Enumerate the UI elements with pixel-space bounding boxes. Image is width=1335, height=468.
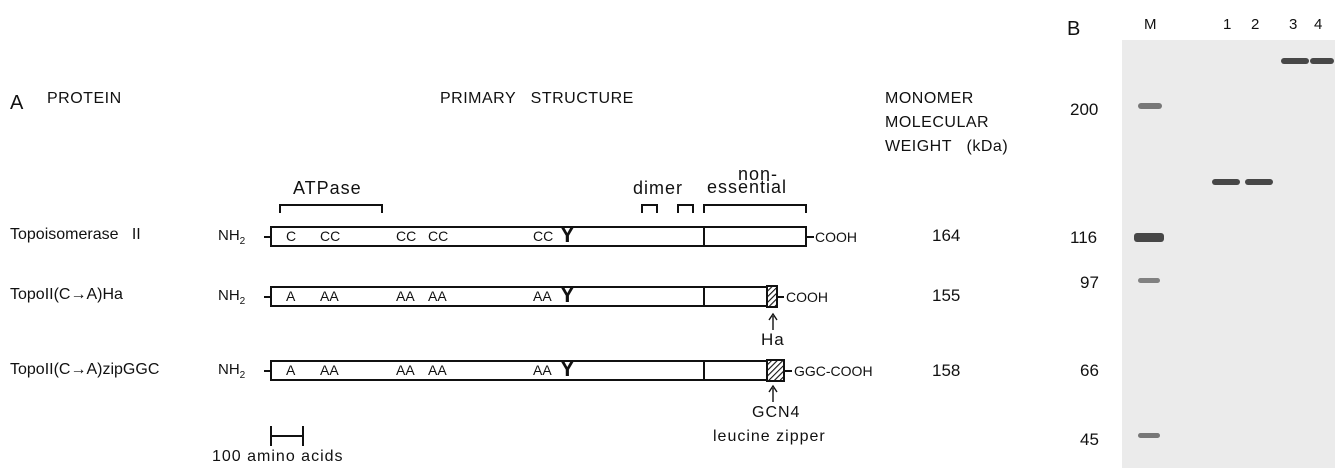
lane-label-3: 3 [1289, 16, 1298, 33]
cooh-label: COOH [786, 289, 828, 305]
lane-label-2: 2 [1251, 16, 1260, 33]
residue-group: AA [396, 362, 415, 378]
residue-group: A [286, 288, 296, 304]
residue-group: AA [320, 362, 339, 378]
marker-weight-45: 45 [1080, 430, 1099, 449]
tyrosine-marker: Y [560, 222, 575, 247]
structure-column-header: PRIMARY STRUCTURE [440, 90, 634, 107]
protein-name-topo2: Topoisomerase II [10, 226, 141, 243]
residue-group: AA [320, 288, 339, 304]
mw-header-line-3: WEIGHT (kDa) [885, 138, 1009, 155]
nh2-label: NH2 [218, 361, 246, 381]
residue-group: AA [428, 362, 447, 378]
gel-band-lane-1 [1212, 179, 1240, 185]
gcn4-label: GCN4 [752, 404, 801, 421]
protein-name-topo2-ha: TopoII(C→A)Ha [10, 286, 123, 303]
lane-label-4: 4 [1314, 16, 1323, 33]
marker-weight-200: 200 [1070, 100, 1099, 119]
topo2-zip-structure-bar [270, 360, 768, 381]
gel-image [1122, 40, 1335, 468]
topo2-domain-divider [703, 226, 705, 247]
gel-band-lane-2 [1245, 179, 1273, 185]
gel-band-marker-45 [1138, 433, 1160, 438]
protein-name-topo2-zip: TopoII(C→A)zipGGC [10, 361, 160, 378]
dimer-bracket-2 [677, 204, 694, 213]
dimer-domain-label: dimer [633, 178, 684, 198]
mw-value-topo2: 164 [932, 226, 961, 245]
panel-a-label: A [10, 92, 24, 114]
ha-tag-hatch [766, 285, 778, 308]
mw-header-line-2: MOLECULAR [885, 114, 990, 131]
zipper-tag-hatch [766, 359, 785, 382]
topo2-ha-domain-divider [703, 286, 705, 307]
mw-value-topo2-ha: 155 [932, 286, 961, 305]
atpase-domain-label: ATPase [293, 178, 362, 198]
residue-group: CC [428, 228, 449, 244]
mw-value-topo2-zip: 158 [932, 361, 961, 380]
lane-label-1: 1 [1223, 16, 1232, 33]
residue-group: AA [533, 362, 552, 378]
dimer-bracket-1 [641, 204, 658, 213]
nh2-label: NH2 [218, 227, 246, 247]
gel-band-marker-116 [1134, 233, 1164, 242]
scale-bar-label: 100 amino acids [212, 448, 344, 465]
mw-header-line-1: MONOMER [885, 90, 974, 107]
residue-group: AA [533, 288, 552, 304]
nh2-label: NH2 [218, 287, 246, 307]
atpase-bracket [279, 204, 383, 213]
lane-label-marker: M [1144, 16, 1157, 33]
residue-group: AA [396, 288, 415, 304]
residue-group: A [286, 362, 296, 378]
nonessential-bracket [703, 204, 807, 213]
tyrosine-marker: Y [560, 356, 575, 381]
residue-group: CC [320, 228, 341, 244]
topo2-zip-domain-divider [703, 360, 705, 381]
nonessential-label-line-2: essential [707, 177, 788, 197]
marker-weight-97: 97 [1080, 273, 1099, 292]
nonessential-label-line-1: non- [738, 164, 779, 184]
gel-band-lane-4 [1310, 58, 1334, 64]
ha-tag-label: Ha [761, 330, 785, 349]
residue-group: C [286, 228, 297, 244]
marker-weight-116: 116 [1070, 228, 1098, 247]
panel-b-label: B [1067, 18, 1081, 40]
cooh-label: COOH [815, 229, 857, 245]
protein-column-header: PROTEIN [47, 90, 122, 107]
topo2-ha-structure-bar [270, 286, 768, 307]
residue-group: AA [428, 288, 447, 304]
leucine-zipper-label: leucine zipper [713, 428, 826, 445]
topo2-structure-bar [270, 226, 807, 247]
marker-weight-66: 66 [1080, 361, 1099, 380]
gel-band-marker-97 [1138, 278, 1160, 283]
gel-band-marker-200 [1138, 103, 1162, 109]
residue-group: CC [396, 228, 417, 244]
gel-band-lane-3 [1281, 58, 1309, 64]
tyrosine-marker: Y [560, 282, 575, 307]
residue-group: CC [533, 228, 554, 244]
cooh-label: GGC-COOH [794, 363, 873, 379]
